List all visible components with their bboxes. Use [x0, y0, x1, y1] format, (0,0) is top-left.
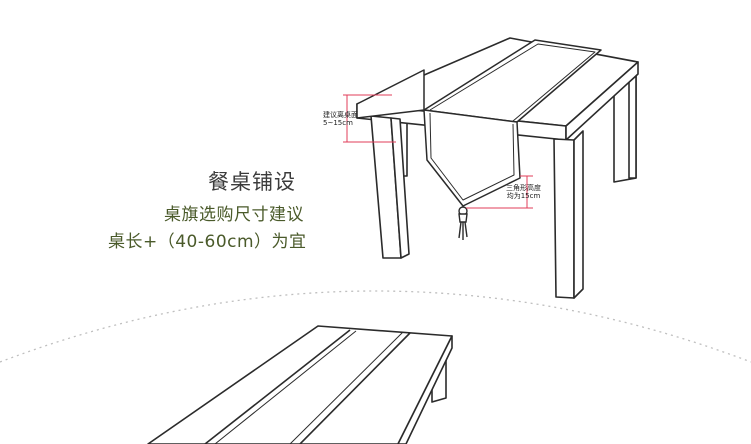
table-leg-front-right [553, 138, 575, 299]
runner-inner-border [429, 43, 596, 122]
bench-runner-inner [289, 331, 404, 444]
triangle-height-callout-line1: 三角形高度 [506, 184, 541, 192]
runner-tassel [458, 206, 468, 240]
dimension-drop-height [343, 94, 396, 143]
drop-height-callout-line1: 建议离桌面 [323, 111, 358, 119]
bench-right-edge [397, 335, 453, 444]
drop-height-callout-line2: 5~15cm [323, 119, 353, 128]
runner-near-drop-border [429, 112, 515, 201]
runner-far-drop [356, 69, 425, 119]
bench-runner-edge [204, 329, 351, 444]
table-leg-front-left-side [390, 117, 410, 259]
tassel-strand [464, 221, 468, 238]
bench-runner-edge [299, 332, 411, 444]
decorative-dotted-arc [0, 290, 751, 363]
section-title: 餐桌铺设 [208, 170, 296, 194]
bench-table-illustration [147, 325, 453, 444]
tabletop-right-edge [565, 61, 639, 141]
dimension-triangle-height [466, 175, 533, 209]
bench-runner-inner [214, 330, 357, 444]
table-leg-front-right-side [573, 130, 584, 299]
section-subtitle: 桌旗选购尺寸建议 [164, 205, 304, 225]
table-leg-back-right-side [628, 75, 637, 179]
tassel-cap [458, 213, 468, 223]
drop-height-callout: 建议离桌面 5~15cm [323, 111, 358, 127]
table-runner [356, 39, 602, 207]
tassel-strand [458, 221, 462, 239]
triangle-height-callout-line2: 均为15cm [506, 192, 541, 201]
triangle-height-callout: 三角形高度 均为15cm [506, 184, 541, 200]
runner-near-drop [423, 109, 521, 207]
size-recommendation: 桌长+（40-60cm）为宜 [108, 232, 307, 252]
